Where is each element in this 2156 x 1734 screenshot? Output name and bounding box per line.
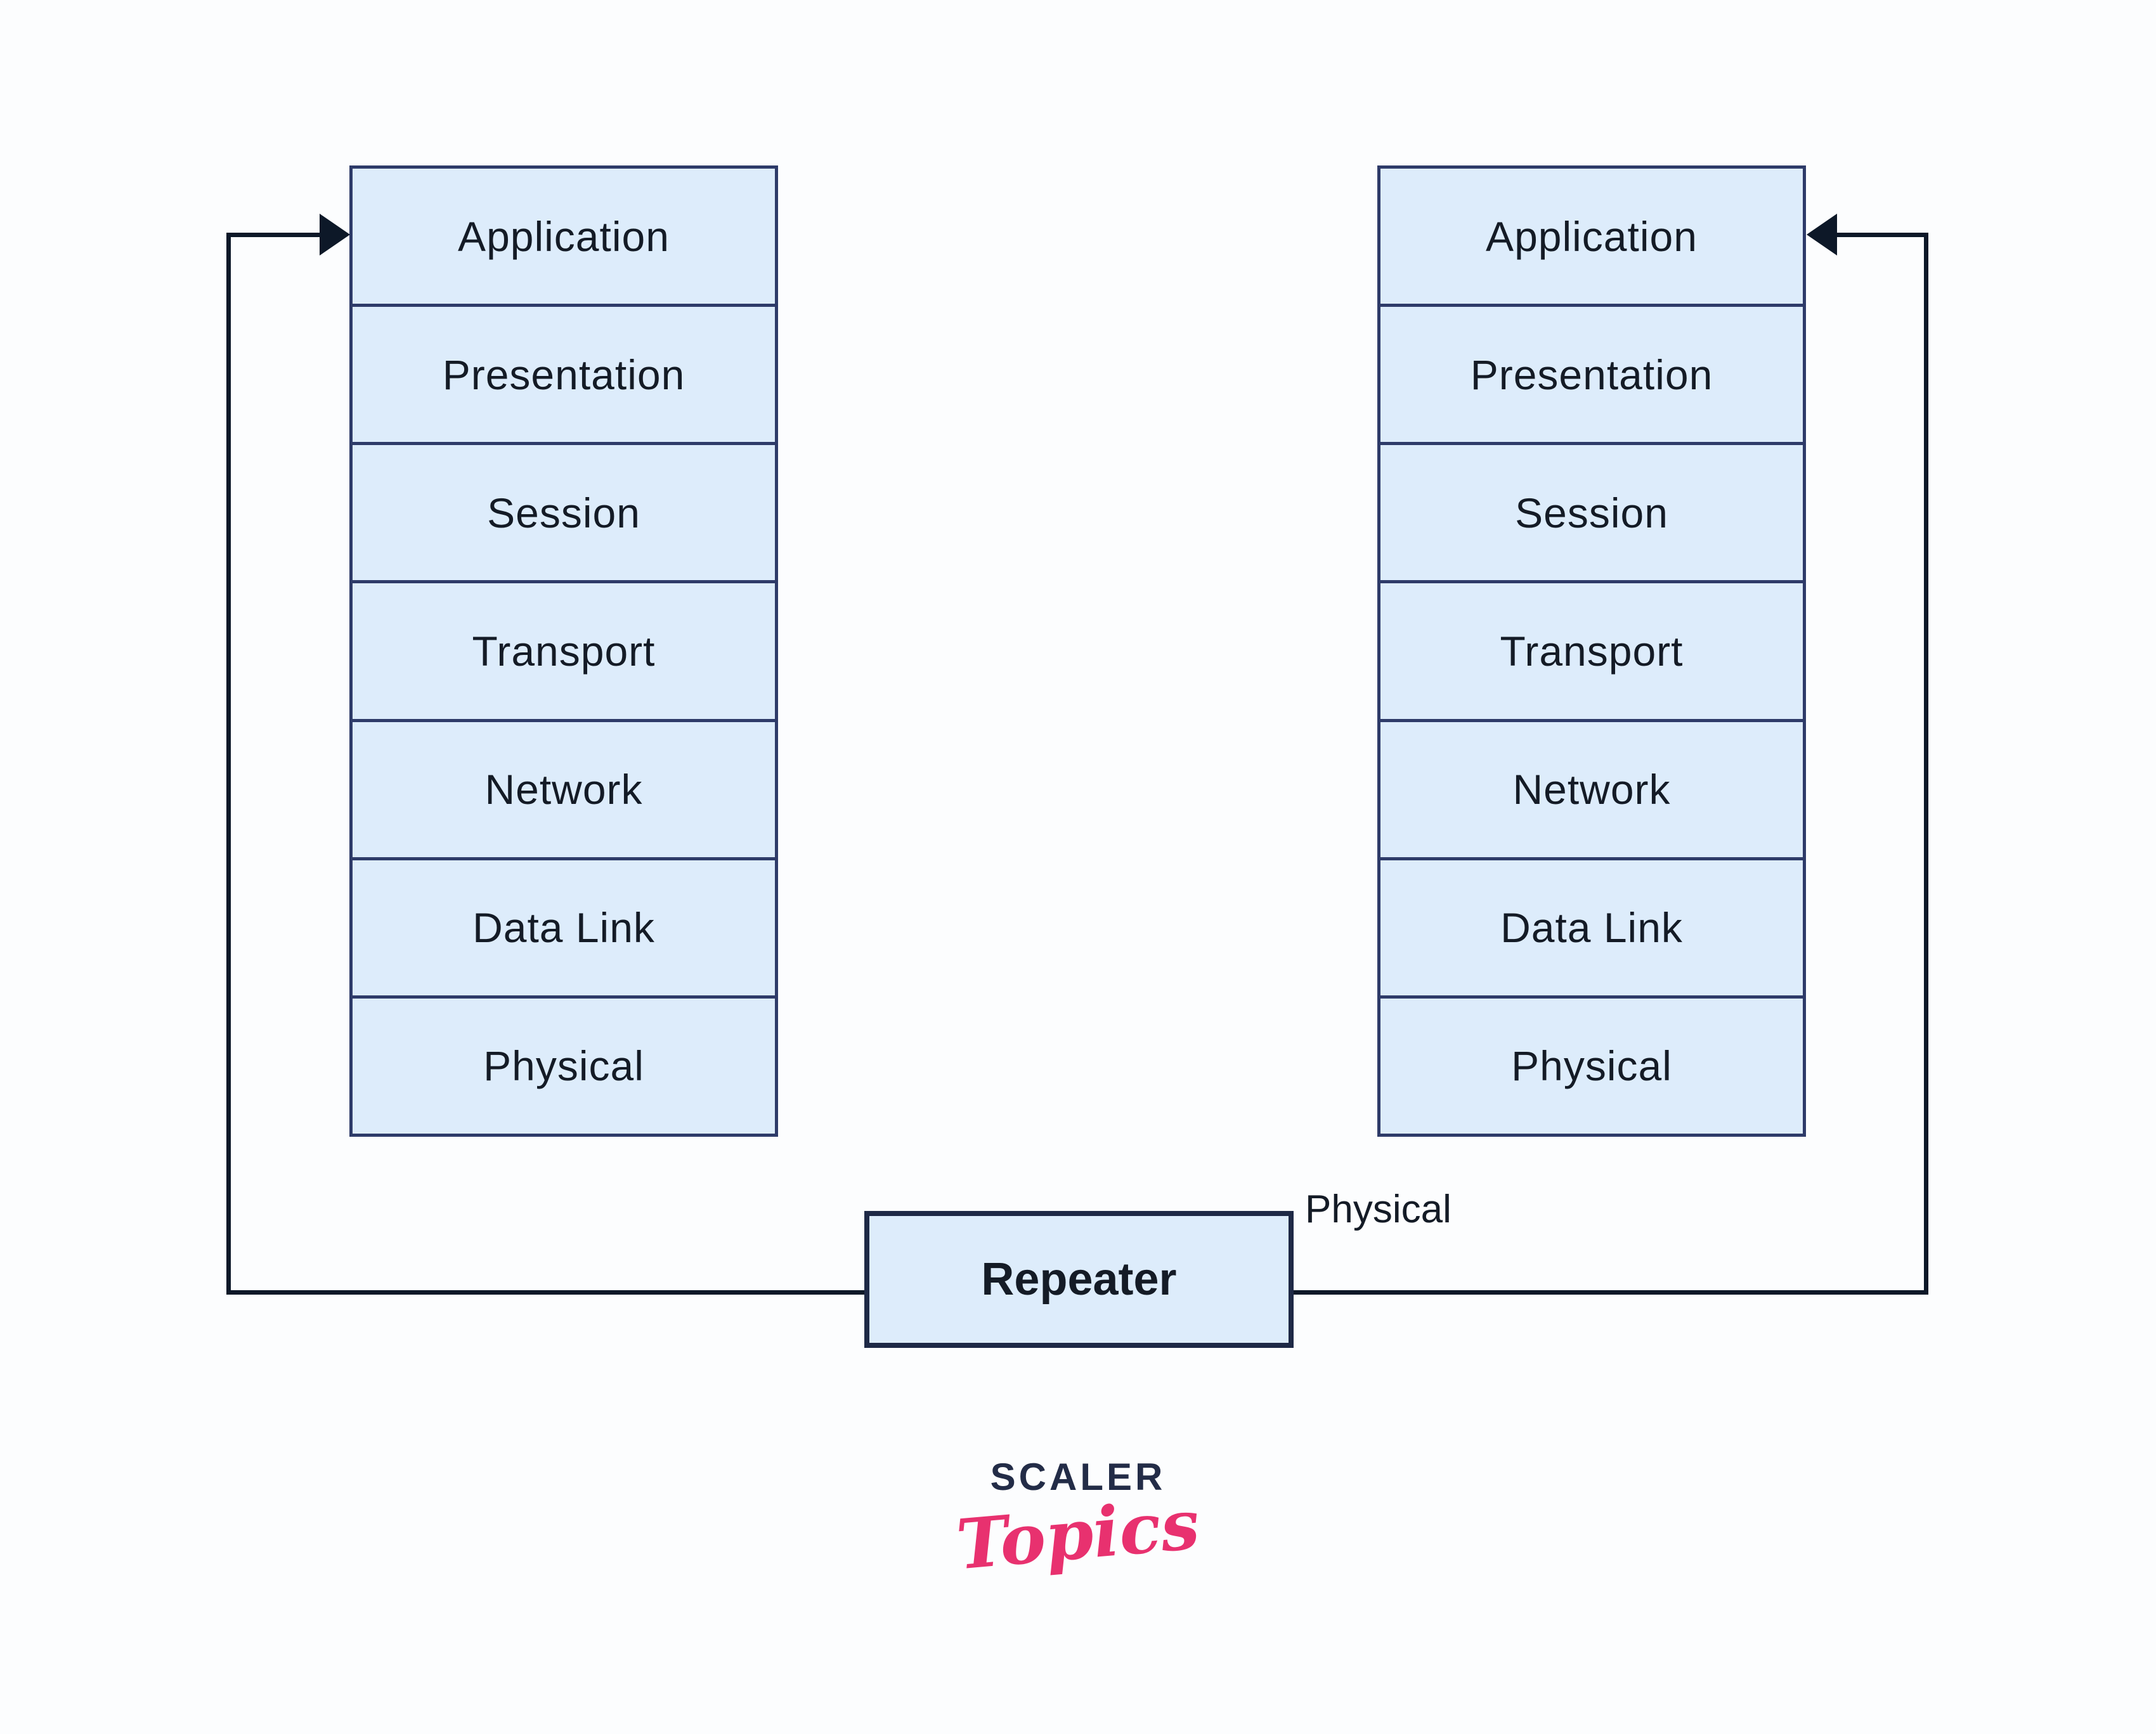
connector-line-right-bottom [1291, 1290, 1928, 1295]
connector-line-left-vertical [226, 233, 231, 1295]
scaler-topics-logo: SCALER Topics [919, 1455, 1237, 1585]
layer-label: Network [1512, 766, 1671, 813]
layer-box-transport: Transport [1377, 580, 1806, 722]
layer-label: Presentation [442, 351, 685, 398]
layer-box-datalink: Data Link [1377, 857, 1806, 999]
arrowhead-into-left-stack [320, 214, 350, 256]
layer-box-transport: Transport [349, 580, 778, 722]
layer-label: Session [1515, 489, 1668, 536]
layer-box-session: Session [349, 442, 778, 584]
layer-label: Application [458, 212, 670, 260]
layer-label: Application [1486, 212, 1698, 260]
layer-label: Network [484, 766, 643, 813]
layer-label: Physical [1511, 1042, 1672, 1090]
layer-box-presentation: Presentation [349, 304, 778, 446]
repeater-box: Repeater [864, 1211, 1294, 1348]
connector-line-right-vertical [1924, 233, 1928, 1295]
layer-label: Presentation [1470, 351, 1713, 398]
connector-line-left-top [226, 233, 328, 237]
connector-line-left-bottom [226, 1290, 867, 1295]
layer-box-application: Application [1377, 165, 1806, 307]
layer-label: Transport [472, 627, 656, 675]
layer-label: Session [487, 489, 640, 536]
logo-brand-text: SCALER [990, 1456, 1166, 1498]
layer-box-network: Network [349, 718, 778, 860]
osi-stack-right: Application Presentation Session Transpo… [1377, 165, 1806, 1137]
layer-box-datalink: Data Link [349, 857, 778, 999]
arrowhead-into-right-stack [1807, 214, 1837, 256]
layer-box-presentation: Presentation [1377, 304, 1806, 446]
layer-label: Physical [483, 1042, 644, 1090]
layer-box-session: Session [1377, 442, 1806, 584]
layer-label: Data Link [472, 904, 655, 952]
connector-line-right-top [1835, 233, 1928, 237]
osi-stack-left: Application Presentation Session Transpo… [349, 165, 778, 1137]
layer-box-physical: Physical [349, 995, 778, 1137]
layer-box-physical: Physical [1377, 995, 1806, 1137]
layer-label: Data Link [1500, 904, 1683, 952]
layer-box-application: Application [349, 165, 778, 307]
layer-box-network: Network [1377, 718, 1806, 860]
repeater-label: Repeater [981, 1254, 1177, 1305]
layer-label: Transport [1500, 627, 1684, 675]
physical-link-label: Physical [1305, 1187, 1451, 1231]
